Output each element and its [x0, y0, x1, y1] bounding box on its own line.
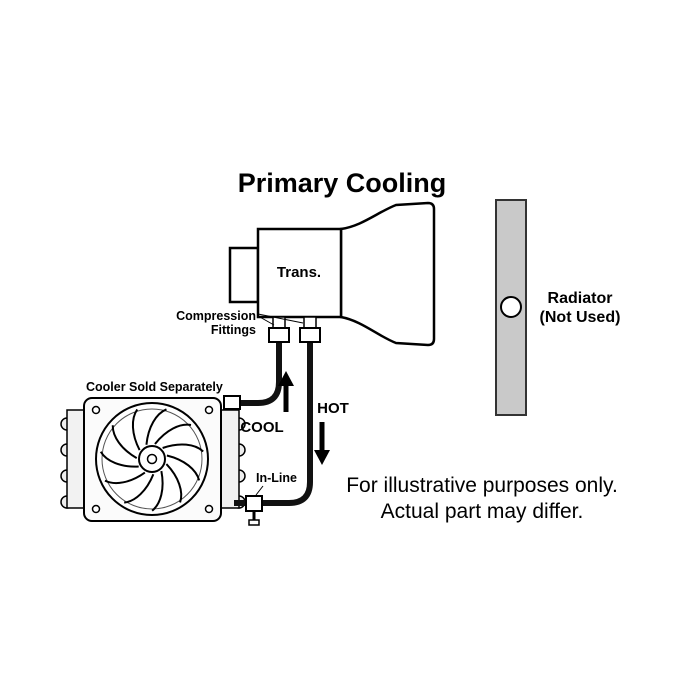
shroud-bolt — [204, 405, 214, 415]
shroud-bolt — [91, 405, 101, 415]
hot-flow-indicator: HOT — [314, 400, 349, 465]
fan-blades — [99, 408, 204, 512]
hot-hose — [234, 340, 313, 506]
compression-fitting-left — [268, 327, 290, 343]
shroud-bolt — [91, 504, 101, 514]
fitting-stub-right — [303, 316, 317, 329]
radiator-cap-circle — [500, 296, 522, 318]
cooler-group — [60, 397, 246, 522]
leader-line — [255, 485, 264, 496]
fan-ring-inner — [101, 408, 203, 510]
transmission-group: Trans. — [228, 201, 436, 347]
fan-hub-center — [146, 453, 158, 465]
compression-fitting-right — [299, 327, 321, 343]
leader-line — [257, 313, 304, 324]
hot-label: HOT — [317, 400, 349, 417]
cool-flow-indicator: COOL — [240, 371, 294, 436]
in-line-fitting — [245, 495, 263, 512]
in-line-fitting-base — [248, 519, 260, 526]
cool-arrow-up-icon — [278, 371, 294, 386]
disclaimer-line1: For illustrative purposes only. — [346, 474, 618, 497]
cool-hose — [238, 340, 282, 406]
cooler-inlet-fitting — [223, 395, 241, 410]
cool-label: COOL — [240, 419, 283, 436]
diagram-title: Primary Cooling — [238, 168, 447, 198]
in-line-label: In-Line — [256, 471, 297, 485]
cooler-sold-separately-label: Cooler Sold Separately — [86, 380, 223, 394]
leader-line — [257, 315, 275, 326]
transmission-body — [256, 227, 343, 319]
cooler-left-tank — [66, 409, 86, 509]
in-line-callout: In-Line — [255, 471, 297, 496]
compression-fittings-callout: Compression Fittings — [176, 309, 304, 337]
radiator-label-line1: Radiator — [548, 290, 613, 307]
radiator-label-line2: (Not Used) — [540, 309, 621, 326]
transmission-tail — [228, 246, 260, 304]
hot-arrow-down-icon — [314, 450, 330, 465]
radiator-group: Radiator (Not Used) — [495, 199, 621, 416]
disclaimer-line2: Actual part may differ. — [381, 500, 584, 523]
transmission-bellhousing — [339, 201, 436, 347]
cooler-right-tank — [220, 409, 240, 509]
shroud-bolt — [204, 504, 214, 514]
compression-fittings-label-line1: Compression — [176, 309, 256, 323]
compression-fittings-label-line2: Fittings — [211, 323, 256, 337]
transmission-label: Trans. — [277, 264, 321, 281]
